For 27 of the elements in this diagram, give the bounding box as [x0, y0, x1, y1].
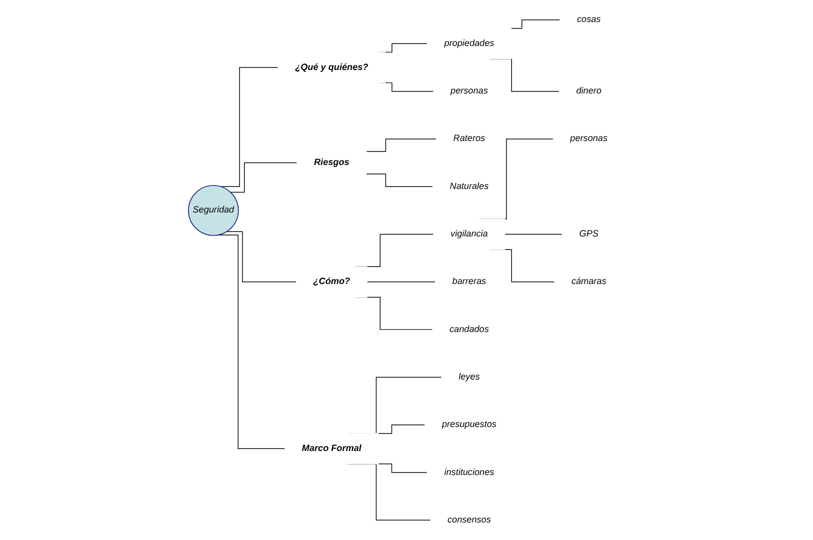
connector [366, 138, 437, 152]
connector [226, 231, 297, 282]
node-text: Riesgos [314, 158, 350, 168]
node-text: ¿Qué y quiénes? [295, 62, 368, 72]
node-text: presupuestos [442, 420, 496, 430]
node-text: leyes [458, 372, 480, 382]
node-text: instituciones [444, 467, 494, 478]
node-text: barreras [452, 276, 486, 286]
node-text: personas [570, 134, 608, 144]
node-text: candados [450, 324, 489, 334]
node-circle: Seguridad [188, 185, 239, 236]
connector [378, 424, 426, 434]
connector [230, 162, 298, 193]
connector [220, 67, 278, 187]
connector [366, 174, 434, 187]
node-text: dinero [576, 86, 602, 96]
node-text: GPS [579, 229, 598, 239]
connector [504, 234, 563, 235]
node-text: cosas [576, 14, 601, 24]
node-text: consensos [447, 515, 491, 525]
node-text: cámaras [571, 276, 606, 286]
node-text: Naturales [450, 182, 489, 192]
connector [378, 463, 428, 473]
node-text: Rateros [453, 134, 486, 144]
connector [218, 234, 286, 450]
node-text: personas [450, 86, 488, 96]
connector [510, 19, 560, 29]
